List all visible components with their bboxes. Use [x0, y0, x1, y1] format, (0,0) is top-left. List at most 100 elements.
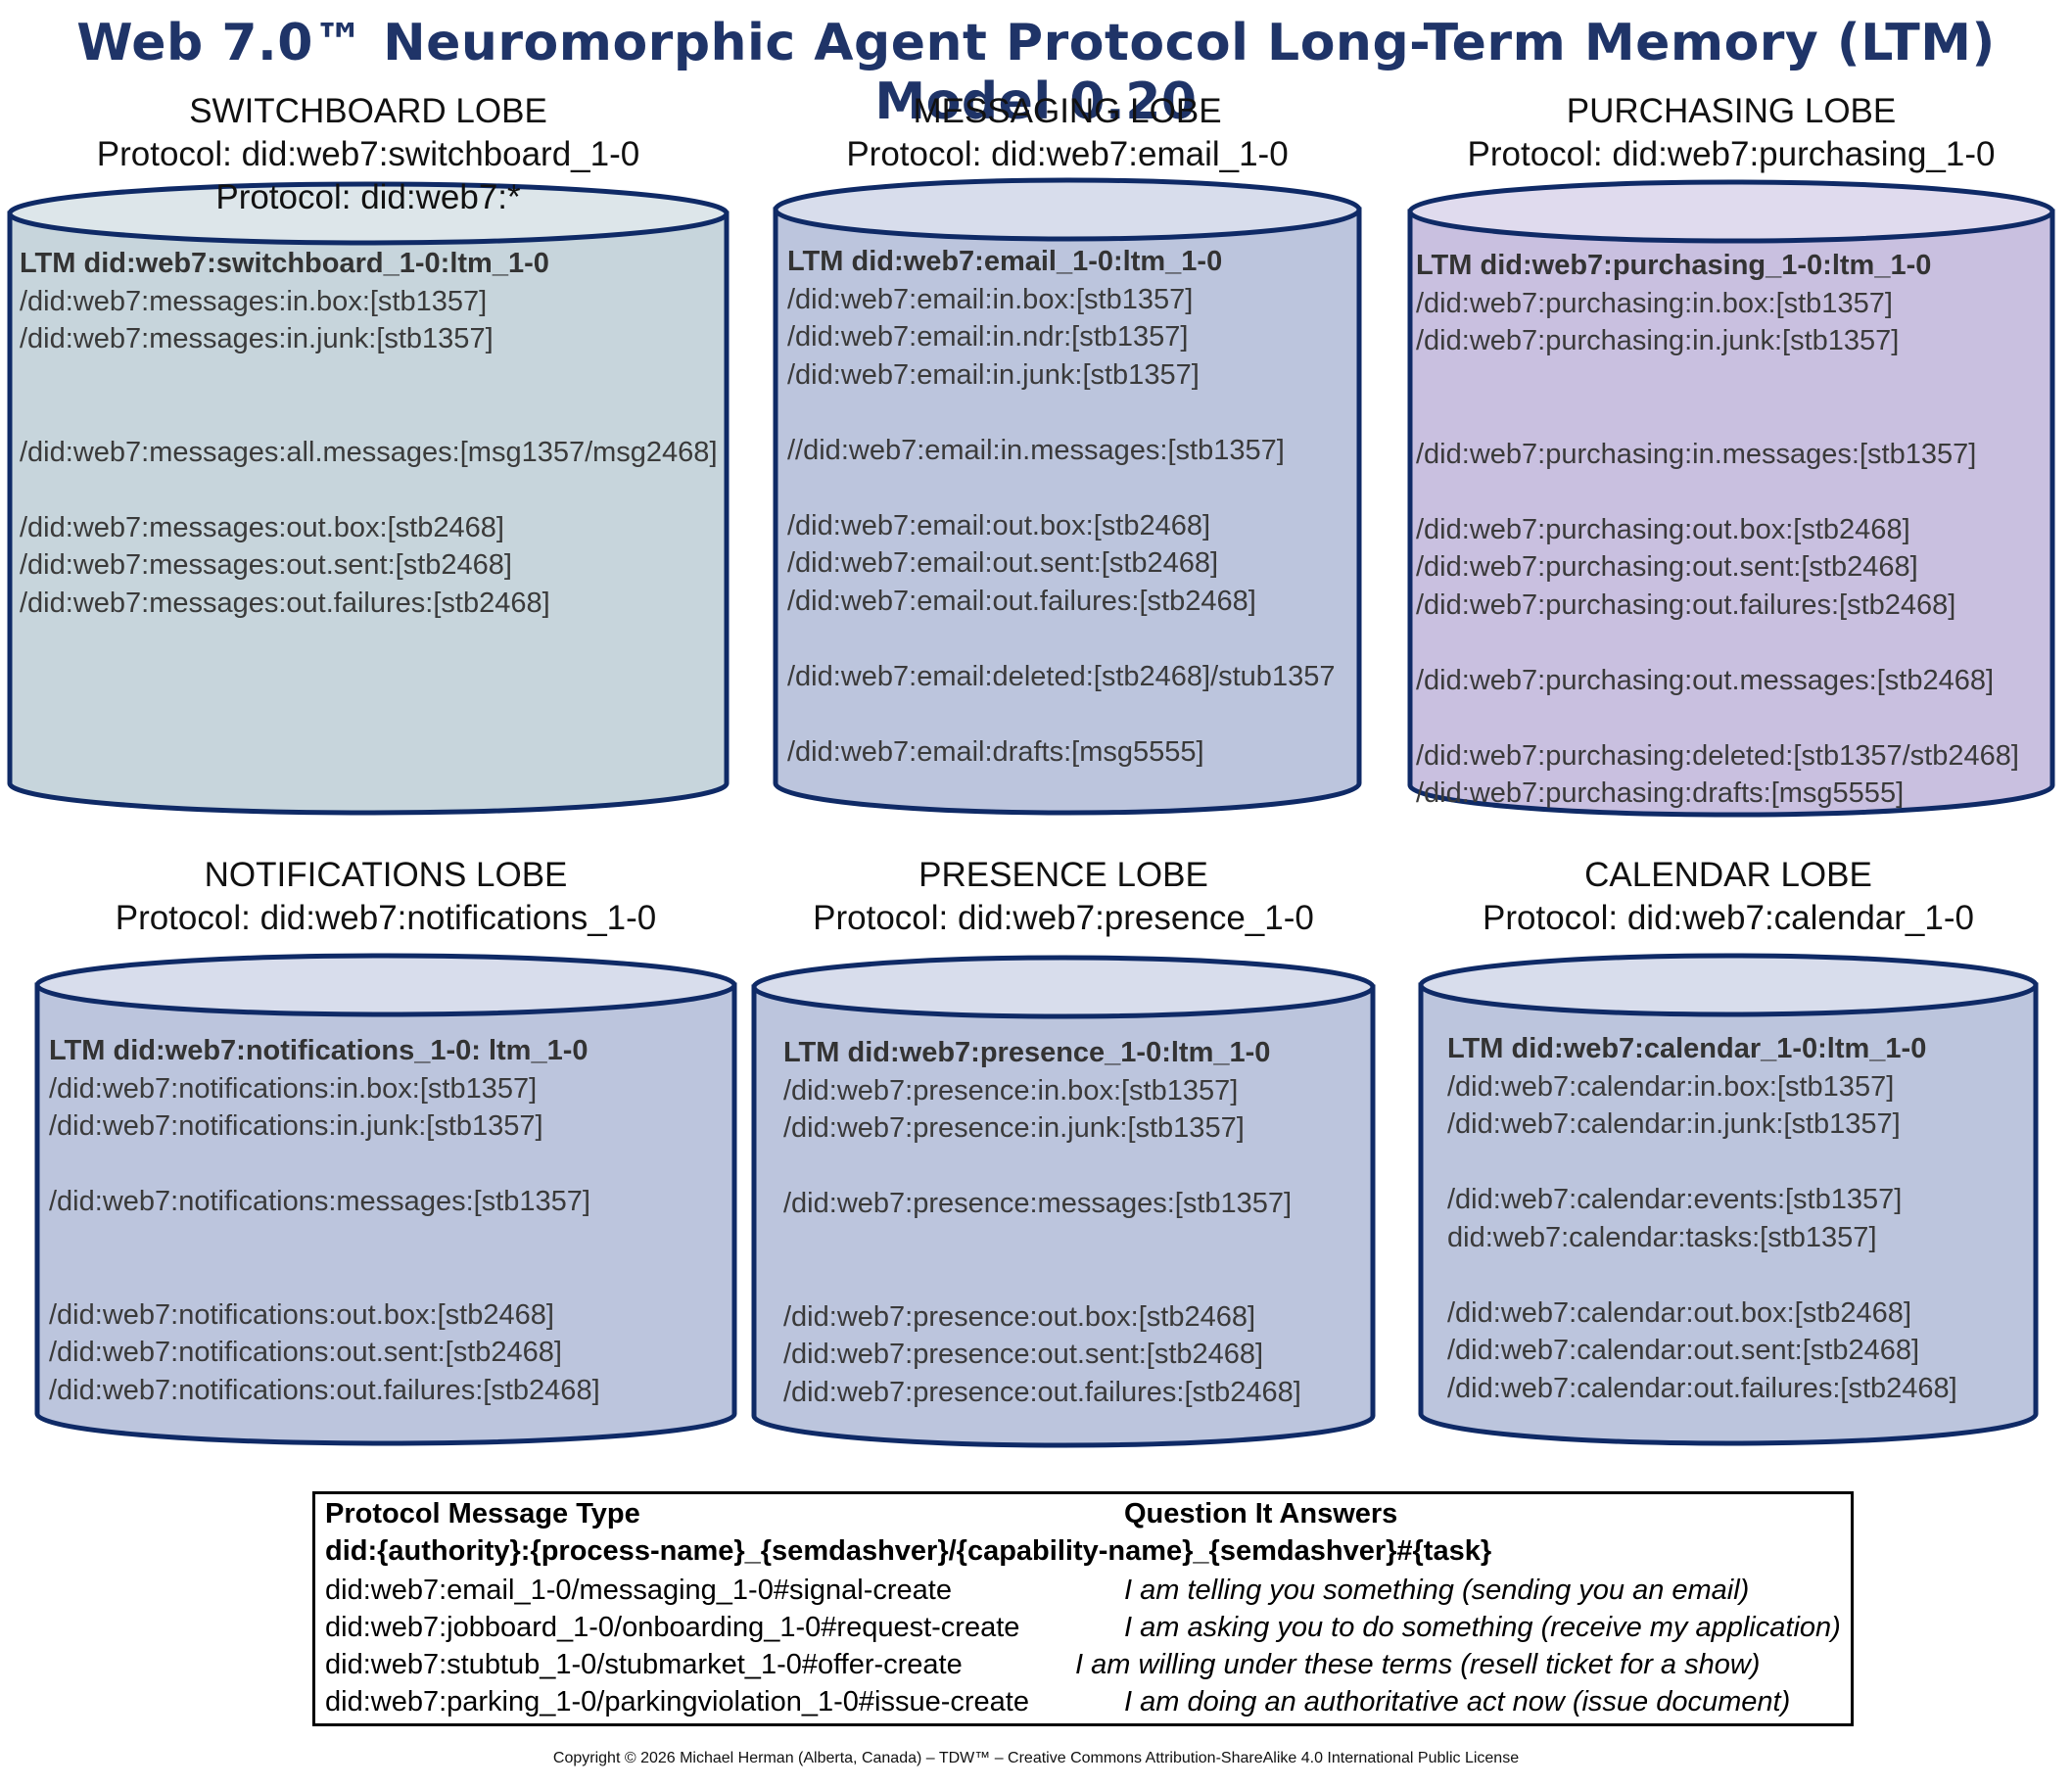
cylinder-shape: [773, 177, 1362, 816]
lobe-name: CALENDAR LOBE: [1584, 856, 1872, 894]
ltm-entry: [783, 1260, 1301, 1298]
legend-row-answer: I am telling you something (sending you …: [1124, 1575, 1750, 1606]
ltm-entry: /did:web7:notifications:out.box:[stb2468…: [49, 1298, 554, 1331]
ltm-entry: /did:web7:calendar:out.failures:[stb2468…: [1447, 1372, 1957, 1404]
lobe-purchasing: PURCHASING LOBE Protocol: did:web7:purcha…: [1390, 90, 2072, 818]
ltm-entry: /did:web7:purchasing:out.box:[stb2468]: [1416, 513, 1910, 545]
ltm-entry: /did:web7:notifications:out.sent:[stb246…: [49, 1337, 562, 1368]
legend-format: did:{authority}:{process-name}_{semdashv…: [325, 1535, 1492, 1567]
cylinder-body: [7, 211, 730, 816]
cylinder-top: [773, 177, 1362, 242]
lobe-protocol: Protocol: did:web7:email_1-0: [846, 135, 1289, 173]
ltm-entry: /did:web7:notifications:in.box:[stb1357]: [49, 1072, 538, 1105]
cylinder-shape: [1418, 953, 2039, 1446]
ltm-entry: /did:web7:purchasing:out.sent:[stb2468]: [1416, 551, 1918, 583]
ltm-entry: /did:web7:purchasing:in.junk:[stb1357]: [1416, 325, 1900, 356]
ltm-entry: /did:web7:email:out.box:[stb2468]: [787, 509, 1211, 541]
ltm-entry-list: LTM did:web7:email_1-0:ltm_1-0/did:web7:…: [787, 243, 1335, 771]
cylinder-top: [1418, 953, 2039, 1017]
legend-row-answer: I am doing an authoritative act now (iss…: [1124, 1686, 1791, 1717]
ltm-entry: /did:web7:messages:out.sent:[stb2468]: [20, 549, 512, 581]
ltm-identifier: LTM did:web7:presence_1-0:ltm_1-0: [783, 1037, 1271, 1068]
ltm-entry: /did:web7:presence:in.box:[stb1357]: [783, 1074, 1239, 1106]
ltm-entry: /did:web7:purchasing:in.box:[stb1357]: [1416, 287, 1893, 319]
ltm-entry: [1416, 473, 2019, 511]
ltm-identifier: LTM did:web7:email_1-0:ltm_1-0: [787, 246, 1223, 277]
lobe-protocol: Protocol: did:web7:purchasing_1-0: [1467, 135, 1996, 173]
ltm-entry: /did:web7:calendar:events:[stb1357]: [1447, 1184, 1903, 1215]
lobe-protocol: Protocol: did:web7:*: [215, 178, 521, 216]
lobe-heading: PURCHASING LOBE Protocol: did:web7:purcha…: [1340, 90, 2072, 176]
lobe-name: NOTIFICATIONS LOBE: [204, 856, 568, 894]
ltm-identifier: LTM did:web7:calendar_1-0:ltm_1-0: [1447, 1033, 1927, 1064]
lobe-name: SWITCHBOARD LOBE: [189, 92, 547, 130]
ltm-entry: /did:web7:purchasing:out.messages:[stb24…: [1416, 664, 1995, 696]
ltm-entry: [783, 1148, 1301, 1186]
ltm-entry: /did:web7:messages:out.failures:[stb2468…: [20, 587, 550, 619]
ltm-identifier: LTM did:web7:notifications_1-0: ltm_1-0: [49, 1035, 589, 1066]
ltm-entry: [787, 620, 1335, 658]
ltm-entry: [783, 1223, 1301, 1261]
cylinder-shape: [1407, 179, 2055, 818]
ltm-entry: /did:web7:presence:out.sent:[stb2468]: [783, 1339, 1264, 1370]
ltm-identifier: LTM did:web7:purchasing_1-0:ltm_1-0: [1416, 250, 1932, 281]
legend-row-answer: I am willing under these terms (resell t…: [1075, 1649, 1761, 1680]
ltm-entry: /did:web7:purchasing:drafts:[msg5555]: [1416, 777, 1905, 809]
ltm-entry: /did:web7:email:drafts:[msg5555]: [787, 735, 1204, 768]
cylinder-top: [34, 953, 737, 1017]
ltm-entry: /did:web7:purchasing:in.messages:[stb135…: [1416, 438, 1977, 470]
cylinder-body: [1407, 209, 2055, 818]
ltm-entry: /did:web7:email:in.box:[stb1357]: [787, 283, 1194, 315]
ltm-entry-list: LTM did:web7:calendar_1-0:ltm_1-0/did:we…: [1447, 1030, 1957, 1407]
ltm-entry: /did:web7:notifications:in.junk:[stb1357…: [49, 1110, 543, 1142]
ltm-entry-list: LTM did:web7:purchasing_1-0:ltm_1-0/did:…: [1416, 247, 2019, 813]
cylinder-body: [751, 984, 1376, 1448]
cylinder-body: [773, 207, 1362, 816]
ltm-entry: /did:web7:presence:out.box:[stb2468]: [783, 1300, 1256, 1333]
legend-col1-header: Protocol Message Type: [325, 1498, 640, 1529]
legend-row-answer: I am asking you to do something (receive…: [1124, 1612, 1841, 1643]
ltm-entry: //did:web7:email:in.messages:[stb1357]: [787, 434, 1285, 466]
ltm-entry: [787, 394, 1335, 432]
ltm-entry: /did:web7:email:out.sent:[stb2468]: [787, 547, 1219, 579]
ltm-entry: [1416, 360, 2019, 399]
ltm-entry: /did:web7:email:out.failures:[stb2468]: [787, 585, 1256, 617]
ltm-entry: [49, 1146, 600, 1184]
ltm-entry: /did:web7:email:in.junk:[stb1357]: [787, 358, 1200, 391]
ltm-entry: [49, 1258, 600, 1296]
cylinder-top: [1407, 179, 2055, 244]
ltm-entry-list: LTM did:web7:switchboard_1-0:ltm_1-0/did…: [20, 245, 718, 622]
lobe-name: PRESENCE LOBE: [918, 856, 1208, 894]
ltm-entry-list: LTM did:web7:presence_1-0:ltm_1-0/did:we…: [783, 1034, 1301, 1411]
cylinder-top: [751, 955, 1376, 1019]
lobe-name: PURCHASING LOBE: [1566, 92, 1897, 130]
ltm-entry: /did:web7:notifications:messages:[stb135…: [49, 1186, 590, 1217]
ltm-entry: /did:web7:purchasing:deleted:[stb1357/st…: [1416, 739, 2019, 772]
cylinder-body: [1418, 982, 2039, 1446]
ltm-entry: [1416, 398, 2019, 436]
ltm-entry-list: LTM did:web7:notifications_1-0: ltm_1-0 /…: [49, 1032, 600, 1409]
cylinder-body: [34, 982, 737, 1446]
cylinder-shape: [751, 955, 1376, 1448]
ltm-entry: [1447, 1256, 1957, 1294]
lobe-protocol: Protocol: did:web7:calendar_1-0: [1483, 899, 1974, 937]
legend-col2-header: Question It Answers: [1124, 1498, 1398, 1529]
ltm-entry: /did:web7:calendar:out.box:[stb2468]: [1447, 1296, 1911, 1329]
ltm-entry: /did:web7:messages:in.box:[stb1357]: [20, 285, 488, 317]
ltm-entry: /did:web7:messages:out.box:[stb2468]: [20, 511, 504, 543]
ltm-entry: [1447, 1144, 1957, 1182]
ltm-entry: /did:web7:messages:in.junk:[stb1357]: [20, 323, 494, 354]
ltm-entry: [20, 471, 718, 509]
ltm-entry: /did:web7:presence:out.failures:[stb2468…: [783, 1376, 1301, 1408]
legend-row-type: did:web7:stubtub_1-0/stubmarket_1-0#offe…: [325, 1649, 963, 1680]
lobe-heading: CALENDAR LOBE Protocol: did:web7:calendar…: [1337, 854, 2072, 940]
copyright-notice: Copyright © 2026 Michael Herman (Alberta…: [552, 1750, 1520, 1766]
ltm-entry: [787, 695, 1335, 733]
ltm-entry: [1416, 699, 2019, 737]
